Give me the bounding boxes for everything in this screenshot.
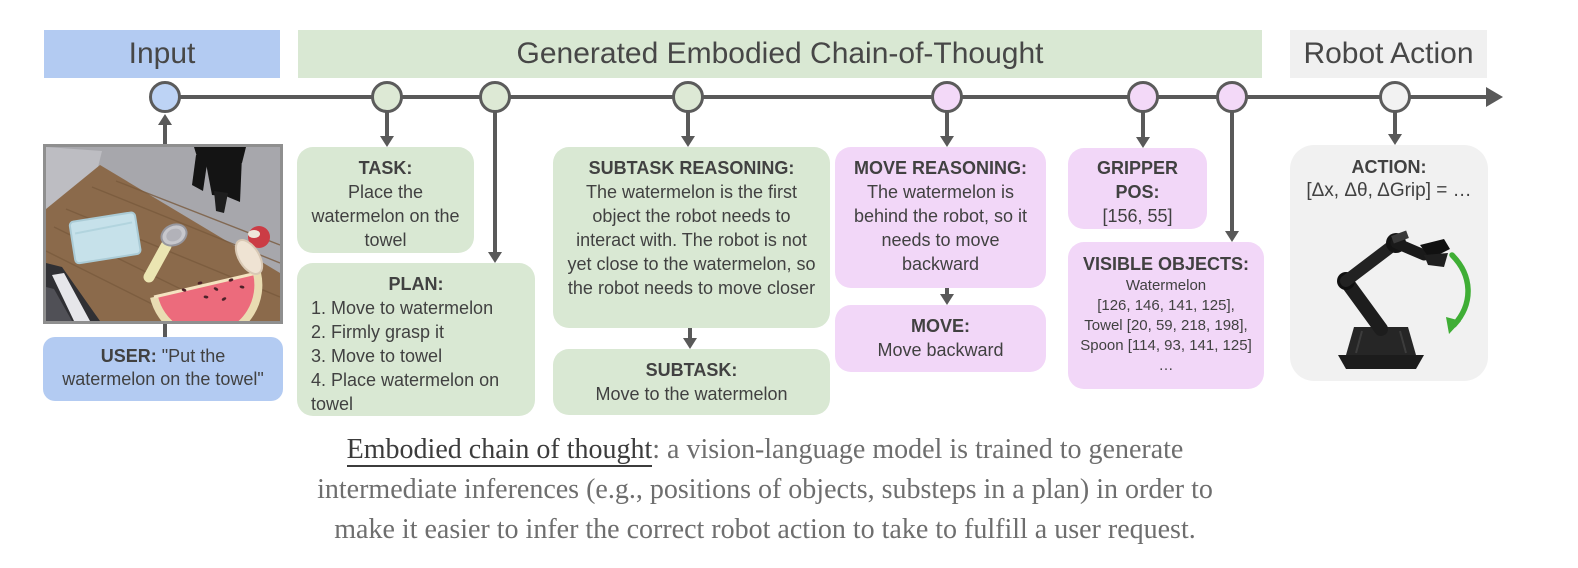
- connector-image-user: [163, 322, 167, 337]
- move-reasoning-body: The watermelon is behind the robot, so i…: [853, 182, 1028, 274]
- action-box: ACTION: [Δx, Δθ, ΔGrip] = …: [1290, 145, 1488, 381]
- arrow-down-subtask-reasoning-icon: [681, 136, 695, 147]
- subtask-title: SUBTASK:: [645, 360, 738, 380]
- plan-item: 4. Place watermelon on towel: [311, 370, 500, 414]
- user-label: USER:: [100, 346, 162, 366]
- move-body: Move backward: [877, 340, 1004, 360]
- caption-line-1: Embodied chain of thought: a vision-lang…: [0, 430, 1530, 470]
- connector-visible-objects: [1230, 112, 1234, 231]
- input-camera-image: [43, 144, 283, 324]
- plan-item: 1. Move to watermelon: [311, 298, 494, 318]
- visible-object-line: [126, 146, 141, 125],: [1097, 297, 1235, 314]
- arrow-down-plan-icon: [488, 252, 502, 263]
- move-title: MOVE:: [910, 316, 970, 336]
- visible-objects-box: VISIBLE OBJECTS: Watermelon [126, 146, 1…: [1068, 242, 1264, 389]
- subtask-body: Move to the watermelon: [595, 384, 788, 404]
- gripper-pos-body: [156, 55]: [1102, 206, 1173, 226]
- timeline-node-move-reasoning: [931, 81, 963, 113]
- timeline-node-visible-objects: [1216, 81, 1248, 113]
- caption-term: Embodied chain of thought: [346, 434, 653, 467]
- caption-line-2: intermediate inferences (e.g., positions…: [317, 474, 1213, 505]
- mushroom-toy: [234, 226, 270, 275]
- connector-move: [945, 288, 949, 294]
- arrow-down-action-icon: [1388, 134, 1402, 145]
- arrow-down-subtask-icon: [683, 338, 697, 349]
- connector-task: [385, 112, 389, 136]
- timeline-line: [165, 95, 1487, 99]
- timeline-node-task: [371, 81, 403, 113]
- visible-object-line: Towel [20, 59, 218, 198],: [1084, 317, 1248, 334]
- arrow-down-task-icon: [380, 136, 394, 147]
- timeline-node-plan: [479, 81, 511, 113]
- header-input: Input: [44, 30, 280, 78]
- caption-line-3: make it easier to infer the correct robo…: [334, 514, 1196, 545]
- timeline-arrowhead-icon: [1486, 87, 1503, 107]
- timeline-node-action: [1379, 81, 1411, 113]
- subtask-reasoning-title: SUBTASK REASONING:: [588, 158, 795, 178]
- timeline-node-gripper: [1127, 81, 1159, 113]
- task-box: TASK: Place the watermelon on the towel: [297, 147, 474, 253]
- timeline-node-subtask: [672, 81, 704, 113]
- caption-line-1-rest: : a vision-language model is trained to …: [652, 434, 1184, 465]
- arrow-down-visible-objects-icon: [1225, 231, 1239, 242]
- robot-arm-illustration: [1337, 230, 1471, 369]
- header-generated-ecot: Generated Embodied Chain-of-Thought: [298, 30, 1262, 78]
- figure-caption: Embodied chain of thought: a vision-lang…: [0, 430, 1530, 550]
- gripper-pos-box: GRIPPER POS: [156, 55]: [1068, 148, 1207, 229]
- plan-item: 3. Move to towel: [311, 346, 443, 366]
- arrow-down-gripper-icon: [1136, 137, 1150, 148]
- move-box: MOVE: Move backward: [835, 305, 1046, 372]
- connector-subtask-reasoning: [686, 112, 690, 136]
- user-text: "Put the watermelon on the towel": [62, 346, 264, 389]
- task-body: Place the watermelon on the towel: [311, 182, 460, 250]
- visible-object-line: Watermelon: [1125, 277, 1207, 294]
- arrow-down-move-reasoning-icon: [940, 136, 954, 147]
- plan-box: PLAN: 1. Move to watermelon 2. Firmly gr…: [297, 263, 535, 416]
- spoon: [143, 223, 188, 283]
- robot-base-blur: [46, 263, 100, 321]
- watermelon: [150, 271, 263, 321]
- visible-object-line: …: [1158, 357, 1174, 374]
- action-title: ACTION:: [1351, 157, 1427, 177]
- connector-input: [163, 125, 167, 144]
- gripper-pos-title: GRIPPER POS:: [1096, 158, 1179, 202]
- subtask-reasoning-body: The watermelon is the first object the r…: [567, 182, 816, 298]
- visible-object-line: Spoon [114, 93, 141, 125]: [1080, 337, 1252, 354]
- scene-illustration: [46, 147, 280, 321]
- connector-plan: [493, 112, 497, 252]
- subtask-reasoning-box: SUBTASK REASONING: The watermelon is the…: [553, 147, 830, 328]
- move-reasoning-title: MOVE REASONING:: [853, 158, 1027, 178]
- robot-gripper: [192, 147, 246, 213]
- plan-item: 2. Firmly grasp it: [311, 322, 445, 342]
- connector-gripper: [1141, 112, 1145, 137]
- task-title: TASK:: [358, 158, 413, 178]
- header-robot-action: Robot Action: [1290, 30, 1487, 78]
- timeline-node-input: [149, 81, 181, 113]
- connector-action: [1393, 112, 1397, 134]
- arrow-up-input-icon: [158, 114, 172, 125]
- subtask-box: SUBTASK: Move to the watermelon: [553, 349, 830, 415]
- visible-objects-title: VISIBLE OBJECTS:: [1082, 254, 1250, 274]
- action-formula: [Δx, Δθ, ΔGrip] = …: [1306, 180, 1472, 201]
- connector-subtask: [688, 327, 692, 338]
- towel: [68, 211, 142, 265]
- motion-arrow-icon: [1446, 252, 1471, 334]
- arrow-down-move-icon: [940, 294, 954, 305]
- user-utterance-box: USER: "Put the watermelon on the towel": [43, 337, 283, 401]
- connector-move-reasoning: [945, 112, 949, 136]
- move-reasoning-box: MOVE REASONING: The watermelon is behind…: [835, 147, 1046, 288]
- plan-title: PLAN:: [388, 274, 444, 294]
